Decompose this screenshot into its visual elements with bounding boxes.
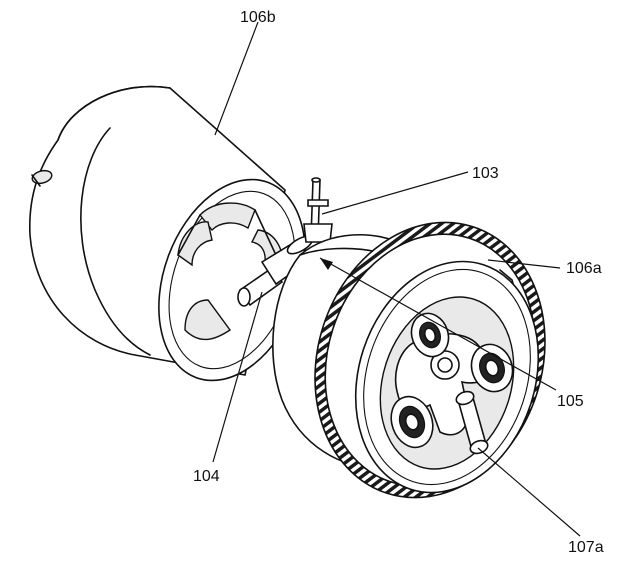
- roller-bottom-left: [390, 395, 434, 449]
- label-106b: 106b: [240, 9, 276, 26]
- roller-pin-107a: [455, 390, 489, 455]
- planet-carrier: [390, 312, 514, 455]
- leader-107a: [477, 447, 581, 537]
- motor-shaft: [237, 235, 314, 307]
- label-103: 103: [472, 165, 499, 182]
- leader-106a: [487, 259, 561, 269]
- leader-106b: [214, 21, 259, 136]
- pin: [303, 177, 333, 243]
- label-107a: 107a: [568, 539, 604, 556]
- label-106a: 106a: [566, 260, 602, 277]
- leader-104: [212, 291, 263, 463]
- roller-right: [470, 343, 514, 393]
- label-105: 105: [557, 393, 584, 410]
- leader-103: [321, 171, 469, 215]
- label-104: 104: [193, 468, 220, 485]
- leader-105: [319, 257, 557, 391]
- leader-105-arrow: [320, 258, 333, 270]
- housing-notch: [31, 169, 53, 185]
- leader-lines: [212, 21, 581, 537]
- motor-face: [158, 178, 306, 382]
